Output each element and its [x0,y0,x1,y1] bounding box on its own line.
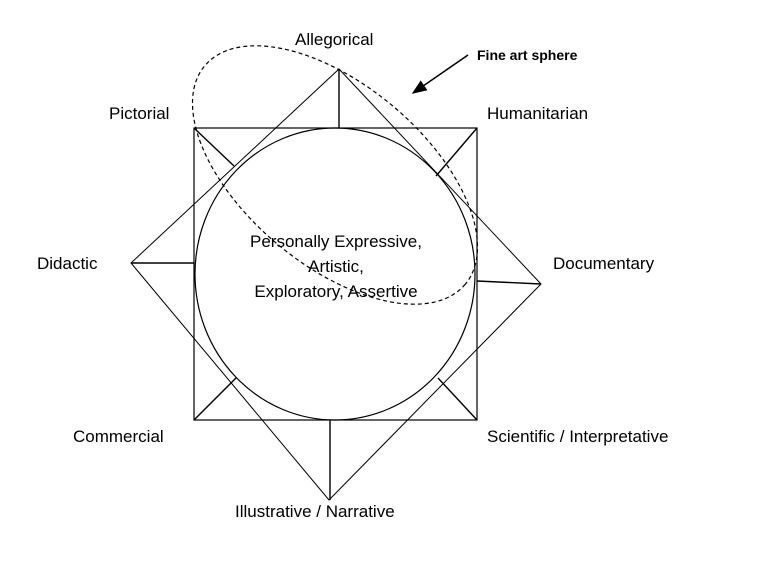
label-illustrative: Illustrative / Narrative [235,502,395,521]
label-commercial: Commercial [73,427,164,446]
spoke-bottom-right [437,377,478,421]
label-pictorial: Pictorial [109,104,170,123]
center-line-3: Exploratory, Assertive [254,282,418,301]
center-description: Personally Expressive, Artistic, Explora… [200,229,472,304]
label-documentary: Documentary [553,254,655,273]
label-scientific: Scientific / Interpretative [487,427,669,446]
spokes [131,69,542,500]
center-line-1: Personally Expressive, [250,232,422,251]
sphere-annotation: Fine art sphere [477,47,578,63]
spoke-right [476,280,542,285]
label-allegorical: Allegorical [295,30,374,49]
label-humanitarian: Humanitarian [487,104,589,123]
spoke-top-right [435,127,478,177]
label-didactic: Didactic [37,254,98,273]
spoke-top-left [193,127,235,167]
rotated-square [130,68,542,501]
fine-art-sphere [191,45,479,305]
center-line-2: Artistic, [308,257,364,276]
spoke-bottom-left [193,377,237,421]
inner-circle [194,127,476,421]
sphere-arrow [411,54,469,94]
